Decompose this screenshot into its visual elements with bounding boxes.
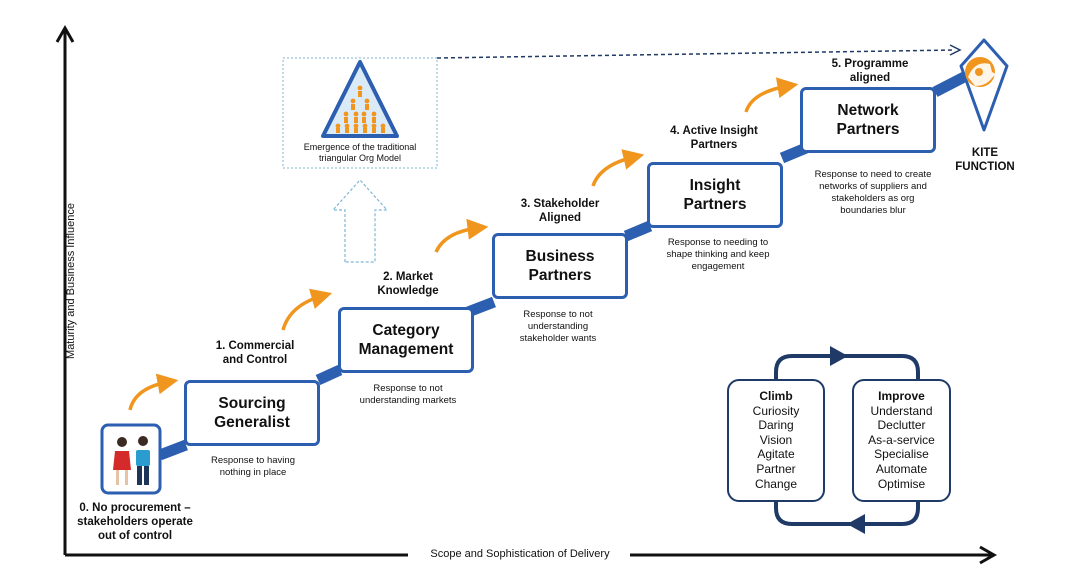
climb-title: Climb [759,389,793,403]
stage0-label: 0. No procurement – stakeholders operate… [77,502,193,542]
y-axis-label: Maturity and Business Influence [65,203,77,359]
stage4-label: 4. Active Insight Partners [670,125,758,151]
climb-item: Vision [759,432,793,447]
climb-item: Partner [756,461,796,476]
stage5-response: Response to need to create networks of s… [814,169,932,216]
stage1-box: Sourcing Generalist [184,380,320,446]
improve-item: Understand [870,403,933,418]
improve-item: Declutter [877,418,926,433]
stage3-label: 3. Stakeholder Aligned [520,198,600,224]
org-model-triangle-icon [321,60,399,138]
stage1-label: 1. Commercial and Control [215,340,295,366]
stage2-box: Category Management [338,307,474,373]
stage5-title: Network Partners [836,102,900,138]
emergence-caption: Emergence of the traditional triangular … [303,142,417,163]
stage4-box: Insight Partners [647,162,783,228]
improve-item: Optimise [877,476,926,491]
stage2-label: 2. Market Knowledge [377,271,439,297]
stage3-title: Business Partners [525,248,595,284]
improve-title: Improve [878,389,925,403]
climb-item: Curiosity [752,403,800,418]
stage5-label: 5. Programme aligned [831,58,909,84]
improve-item: Automate [875,461,928,476]
improve-item: Specialise [874,447,929,462]
x-axis-label: Scope and Sophistication of Delivery [430,548,610,560]
stage3-box: Business Partners [492,233,628,299]
stage2-response: Response to not understanding markets [359,383,457,406]
stage1-response: Response to having nothing in place [211,455,295,478]
kite-icon [959,38,1009,132]
stage0-frame [100,423,162,495]
climb-box: Climb Curiosity Daring Vision Agitate Pa… [727,379,825,502]
climb-item: Change [754,476,798,491]
stage3-response: Response to not understanding stakeholde… [519,309,597,344]
climb-item: Agitate [757,447,795,462]
stage5-box: Network Partners [800,87,936,153]
stage4-response: Response to needing to shape thinking an… [666,237,770,272]
stage2-title: Category Management [358,322,454,358]
improve-item: As-a-service [868,432,935,447]
emergence-frame [282,57,438,169]
dotted-link [436,49,956,59]
stage1-title: Sourcing Generalist [214,395,290,431]
people-icon [113,436,150,485]
progress-arrows [128,77,799,411]
improve-box: Improve Understand Declutter As-a-servic… [852,379,951,502]
climb-item: Daring [758,418,794,433]
stage4-title: Insight Partners [683,177,747,213]
dashed-up-arrow [331,179,389,263]
kite-label: KITE FUNCTION [955,147,1015,173]
